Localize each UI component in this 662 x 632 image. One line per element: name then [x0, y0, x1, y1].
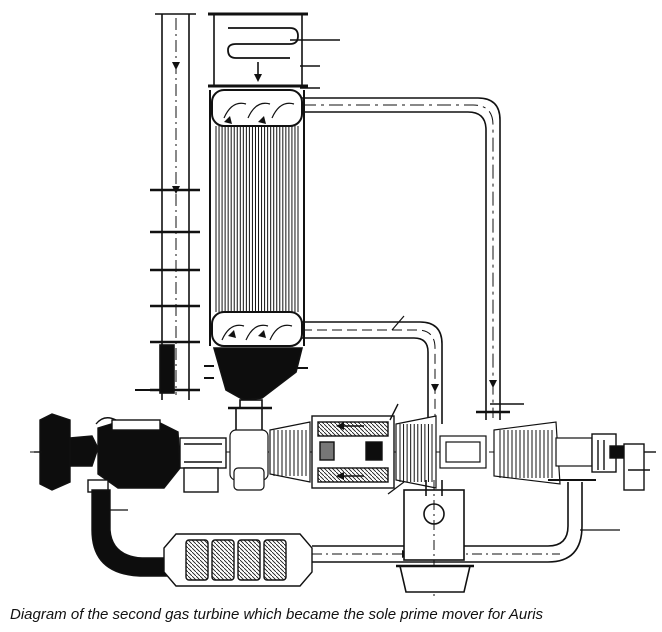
reduction-gearbox: [34, 413, 181, 493]
hot-gas-return-pipe: [300, 87, 524, 420]
compressor-air-duct: [302, 315, 443, 424]
power-turbine: [493, 421, 593, 485]
low-pressure-compressor: [229, 429, 307, 491]
turbine-blade-lines: [499, 430, 553, 478]
gas-turbine-diagram: [30, 12, 656, 596]
combustion-blade-lines: [399, 424, 433, 482]
exhaust-hopper: [204, 347, 308, 430]
figure-caption: Diagram of the second gas turbine which …: [10, 606, 544, 623]
high-pressure-compressor: [269, 421, 311, 483]
output-shaft-flange: [591, 433, 656, 491]
intake-filter-silencer: [163, 533, 313, 587]
heat-exchanger: [208, 12, 340, 88]
air-intake: [312, 479, 620, 596]
exhaust-stack: [135, 13, 200, 400]
tube-bank-lines: [215, 126, 299, 312]
recuperator-tube-bank: [209, 89, 305, 347]
hpc-blade-lines: [273, 430, 307, 476]
intercooler: [311, 403, 399, 489]
combustion-chamber: [387, 415, 487, 495]
coupling: [179, 437, 227, 493]
